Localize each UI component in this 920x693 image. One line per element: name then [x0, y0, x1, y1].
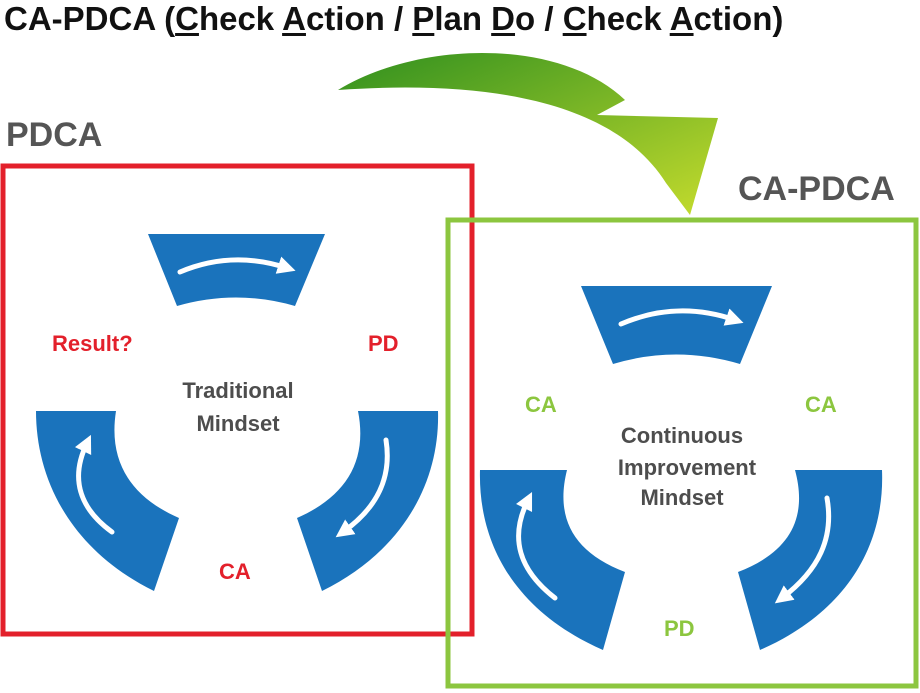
title-underline	[669, 33, 694, 36]
pdca-segment-right	[297, 411, 439, 591]
title-text-part: CA-PDCA (	[4, 0, 175, 37]
title-initial-letter: D	[491, 0, 515, 37]
pdca-label-ca: CA	[219, 559, 251, 584]
pdca-segment-top	[148, 234, 325, 306]
title-text-part: lan	[434, 0, 491, 37]
capdca-label-ca-left: CA	[525, 392, 557, 417]
title-text-part: o /	[515, 0, 563, 37]
capdca-segment-right	[738, 470, 883, 650]
title-initial-letter: C	[175, 0, 199, 37]
capdca-center-line3: Mindset	[640, 485, 724, 510]
title-text-part: heck	[199, 0, 282, 37]
capdca-cycle	[479, 286, 883, 650]
diagram-title: CA-PDCA (Check Action / Plan Do / Check …	[4, 0, 783, 37]
capdca-segment-left	[479, 470, 625, 650]
capdca-segment-top	[581, 286, 772, 364]
title-initial-letter: C	[563, 0, 587, 37]
title-underlines	[175, 33, 694, 36]
pdca-center-line2: Mindset	[196, 411, 280, 436]
pdca-heading: PDCA	[6, 116, 102, 154]
pdca-frame	[0, 163, 475, 637]
pdca-label-pd: PD	[368, 331, 399, 356]
title-underline	[491, 33, 516, 36]
capdca-label-ca-right: CA	[805, 392, 837, 417]
pdca-center-line1: Traditional	[182, 378, 293, 403]
pdca-label-result: Result?	[52, 331, 133, 356]
title-text-part: heck	[587, 0, 670, 37]
pdca-cycle	[36, 234, 439, 591]
pdca-segment-left	[36, 411, 179, 591]
title-underline	[282, 33, 306, 36]
title-underline	[562, 33, 587, 36]
title-initial-letter: A	[282, 0, 306, 37]
capdca-frame	[445, 217, 919, 689]
capdca-label-pd: PD	[664, 616, 695, 641]
capdca-center-line1: Continuous	[621, 423, 743, 448]
transition-arrow	[338, 52, 718, 215]
title-underline	[412, 33, 435, 36]
title-initial-letter: P	[412, 0, 434, 37]
title-text-part: ction /	[306, 0, 412, 37]
title-initial-letter: A	[670, 0, 694, 37]
title-underline	[175, 33, 199, 36]
capdca-center-line2: Improvement	[618, 455, 757, 480]
capdca-heading: CA-PDCA	[738, 170, 895, 208]
title-text-part: ction)	[694, 0, 784, 37]
